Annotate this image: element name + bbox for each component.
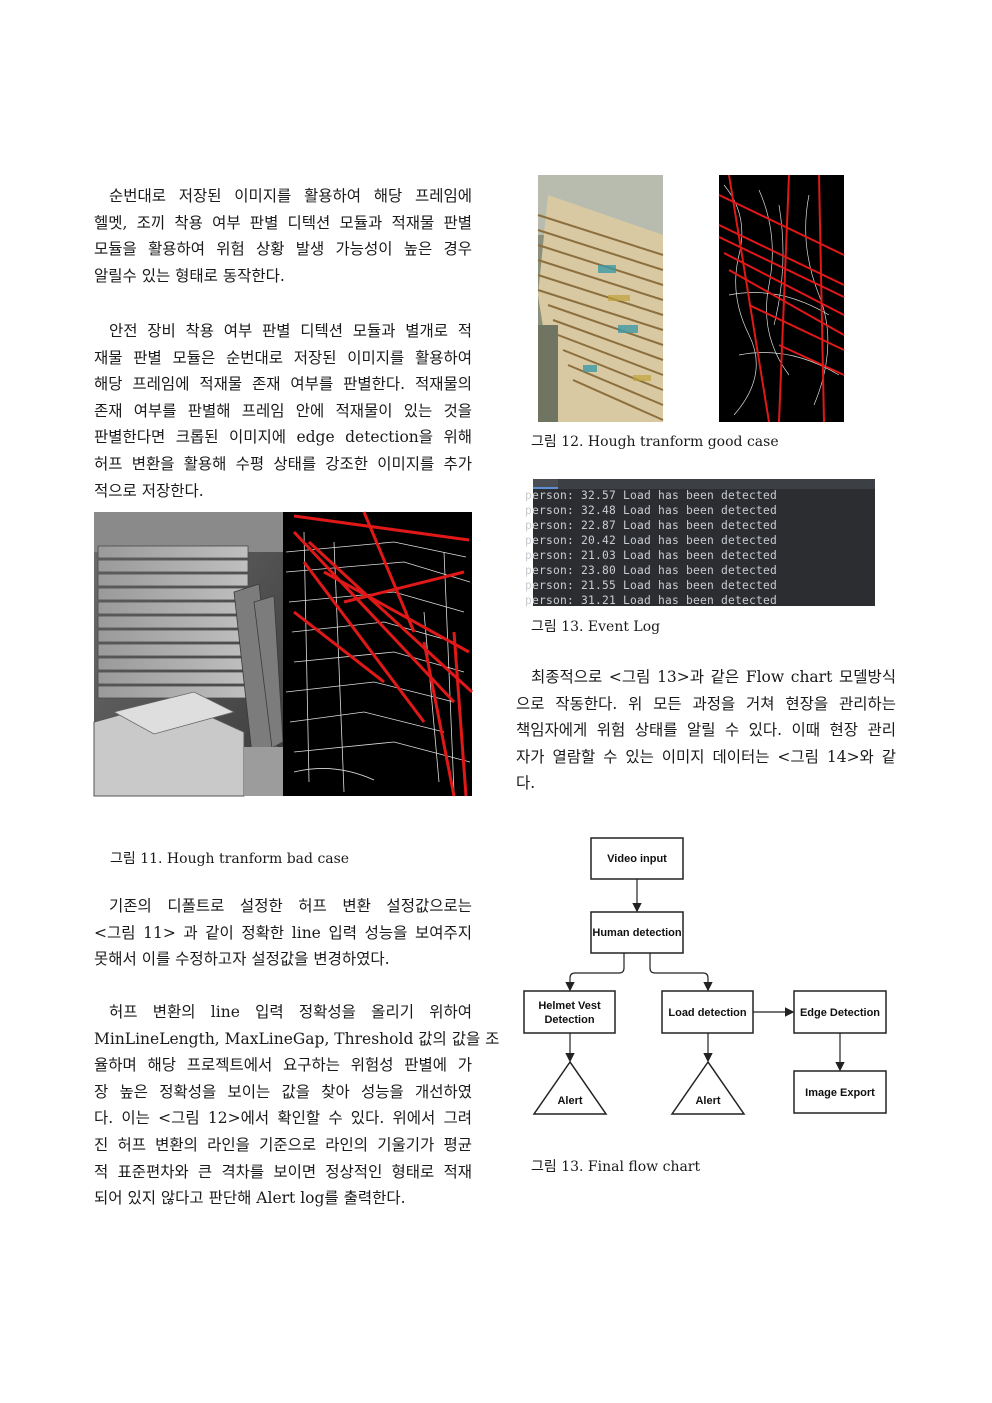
text-line: 진 허프 변환의 라인을 기준으로 라인의 기울기가 평균 (94, 1135, 472, 1154)
human-detection-label: Human detection (592, 927, 682, 939)
text-line: 다. 이는 <그림 12>에서 확인할 수 있다. 위에서 그려 (94, 1109, 472, 1128)
image-export-box (793, 1070, 887, 1114)
figure-13-caption: 그림 13. Event Log (531, 619, 661, 635)
stacked-panels-photo (537, 175, 664, 422)
text-line: 책임자에게 위험 상태를 알릴 수 있다. 이때 현장 관리 (516, 721, 896, 740)
figure-12-caption: 그림 12. Hough tranform good case (531, 434, 779, 450)
paragraph-5: 최종적으로 <그림 13>과 같은 Flow chart 모델방식 으로 작동한… (516, 664, 896, 797)
text-line: 헬멧, 조끼 착용 여부 판별 디텍션 모듈과 적재물 판별 (94, 213, 472, 232)
text-line: 으로 작동한다. 위 모든 과정을 거쳐 현장을 관리하는 (516, 694, 896, 713)
console-tab-bar (533, 479, 875, 489)
helmet-vest-label: Helmet Vest (538, 1000, 601, 1012)
text-line: 판별한다면 크롭된 이미지에 edge detection을 위해 (94, 428, 472, 447)
paragraph-1: 순번대로 저장된 이미지를 활용하여 해당 프레임에 헬멧, 조끼 착용 여부 … (94, 183, 472, 289)
load-detection-label: Load detection (668, 1007, 747, 1019)
text-line: 적으로 저장한다. (94, 481, 204, 500)
text-line: MinLineLength, MaxLineGap, Threshold 값의 … (94, 1029, 500, 1048)
text-line: 허프 변환의 line 입력 정확성을 올리기 위하여 (109, 1003, 472, 1021)
text-line: 존재 여부를 판별해 프레임 안에 적재물이 있는 것을 (94, 401, 472, 420)
text-line: 해당 프레임에 적재물 존재 여부를 판별한다. 적재물의 (94, 375, 472, 394)
text-line: 못해서 이를 수정하고자 설정값을 변경하였다. (94, 950, 390, 969)
log-line: person: 21.55 Load has been detected (525, 579, 778, 592)
alert-triangle-left (532, 1060, 608, 1115)
console-tab (533, 479, 558, 489)
log-line: person: 32.57 Load has been detected (525, 489, 778, 502)
log-line: person: 20.42 Load has been detected (525, 534, 778, 547)
detection-label: Detection (544, 1014, 594, 1026)
hough-bad-case-figure (93, 511, 474, 797)
paragraph-2: 안전 장비 착용 여부 판별 디텍션 모듈과 별개로 적 재물 판별 모듈은 순… (94, 318, 472, 504)
hough-good-case-figure (718, 174, 845, 423)
text-line: 재물 판별 모듈은 순번대로 저장된 이미지를 활용하여 (94, 348, 472, 367)
log-line: person: 32.48 Load has been detected (525, 504, 778, 517)
alert-label-left: Alert (557, 1095, 582, 1107)
text-line: 되어 있지 않다고 판단해 Alert log를 출력한다. (94, 1189, 406, 1208)
text-line: 다. (516, 774, 536, 793)
text-line: 기존의 디폴트로 설정한 허프 변환 설정값으로는 (109, 897, 472, 915)
log-line: person: 21.03 Load has been detected (525, 549, 778, 562)
paragraph-4: 허프 변환의 line 입력 정확성을 올리기 위하여 MinLineLengt… (94, 999, 500, 1212)
figure-12-edges (718, 174, 845, 423)
video-input-label: Video input (607, 853, 667, 865)
alert-triangle-center (670, 1060, 746, 1115)
flow-chart: Video input Human detection Helmet Vest … (523, 837, 887, 1115)
figure-11-image (93, 511, 474, 797)
text-line: 적 표준편차와 큰 격차를 보이면 정상적인 형태로 적재 (94, 1162, 472, 1181)
event-log-console: person: 32.57 Load has been detected per… (525, 479, 875, 607)
text-line: 자가 열람할 수 있는 이미지 데이터는 <그림 14>와 같 (516, 747, 896, 766)
text-line: 장 높은 정확성을 보이는 값을 찾아 성능을 개선하였 (94, 1082, 472, 1101)
text-line: 안전 장비 착용 여부 판별 디텍션 모듈과 별개로 적 (109, 322, 472, 340)
paragraph-3: 기존의 디폴트로 설정한 허프 변환 설정값으로는 <그림 11> 과 같이 정… (94, 893, 472, 973)
text-line: 허프 변환을 활용해 수평 상태를 강조한 이미지를 추가 (94, 454, 472, 473)
log-line: person: 23.80 Load has been detected (525, 564, 778, 577)
image-export-label: Image Export (805, 1087, 875, 1099)
figure-11-caption: 그림 11. Hough tranform bad case (110, 851, 350, 867)
text-line: 순번대로 저장된 이미지를 활용하여 해당 프레임에 (109, 187, 472, 205)
log-line: person: 31.21 Load has been detected (525, 594, 778, 607)
text-line: 모듈을 활용하여 위험 상황 발생 가능성이 높은 경우 (94, 240, 472, 259)
text-line: <그림 11> 과 같이 정확한 line 입력 성능을 보여주지 (94, 923, 472, 942)
alert-label-center: Alert (695, 1095, 720, 1107)
figure-13-flow-caption: 그림 13. Final flow chart (531, 1159, 701, 1175)
text-line: 최종적으로 <그림 13>과 같은 Flow chart 모델방식 (531, 668, 896, 686)
helmet-vest-box (523, 990, 616, 1034)
human-detection-box (590, 911, 684, 954)
log-line: person: 22.87 Load has been detected (525, 519, 778, 532)
figure-12-photo (537, 175, 664, 422)
text-line: 율하며 해당 프로젝트에서 요구하는 위험성 판별에 가 (94, 1056, 472, 1075)
text-line: 알릴수 있는 형태로 동작한다. (94, 266, 285, 285)
video-input-box (590, 837, 684, 880)
edge-detection-label: Edge Detection (800, 1007, 880, 1019)
